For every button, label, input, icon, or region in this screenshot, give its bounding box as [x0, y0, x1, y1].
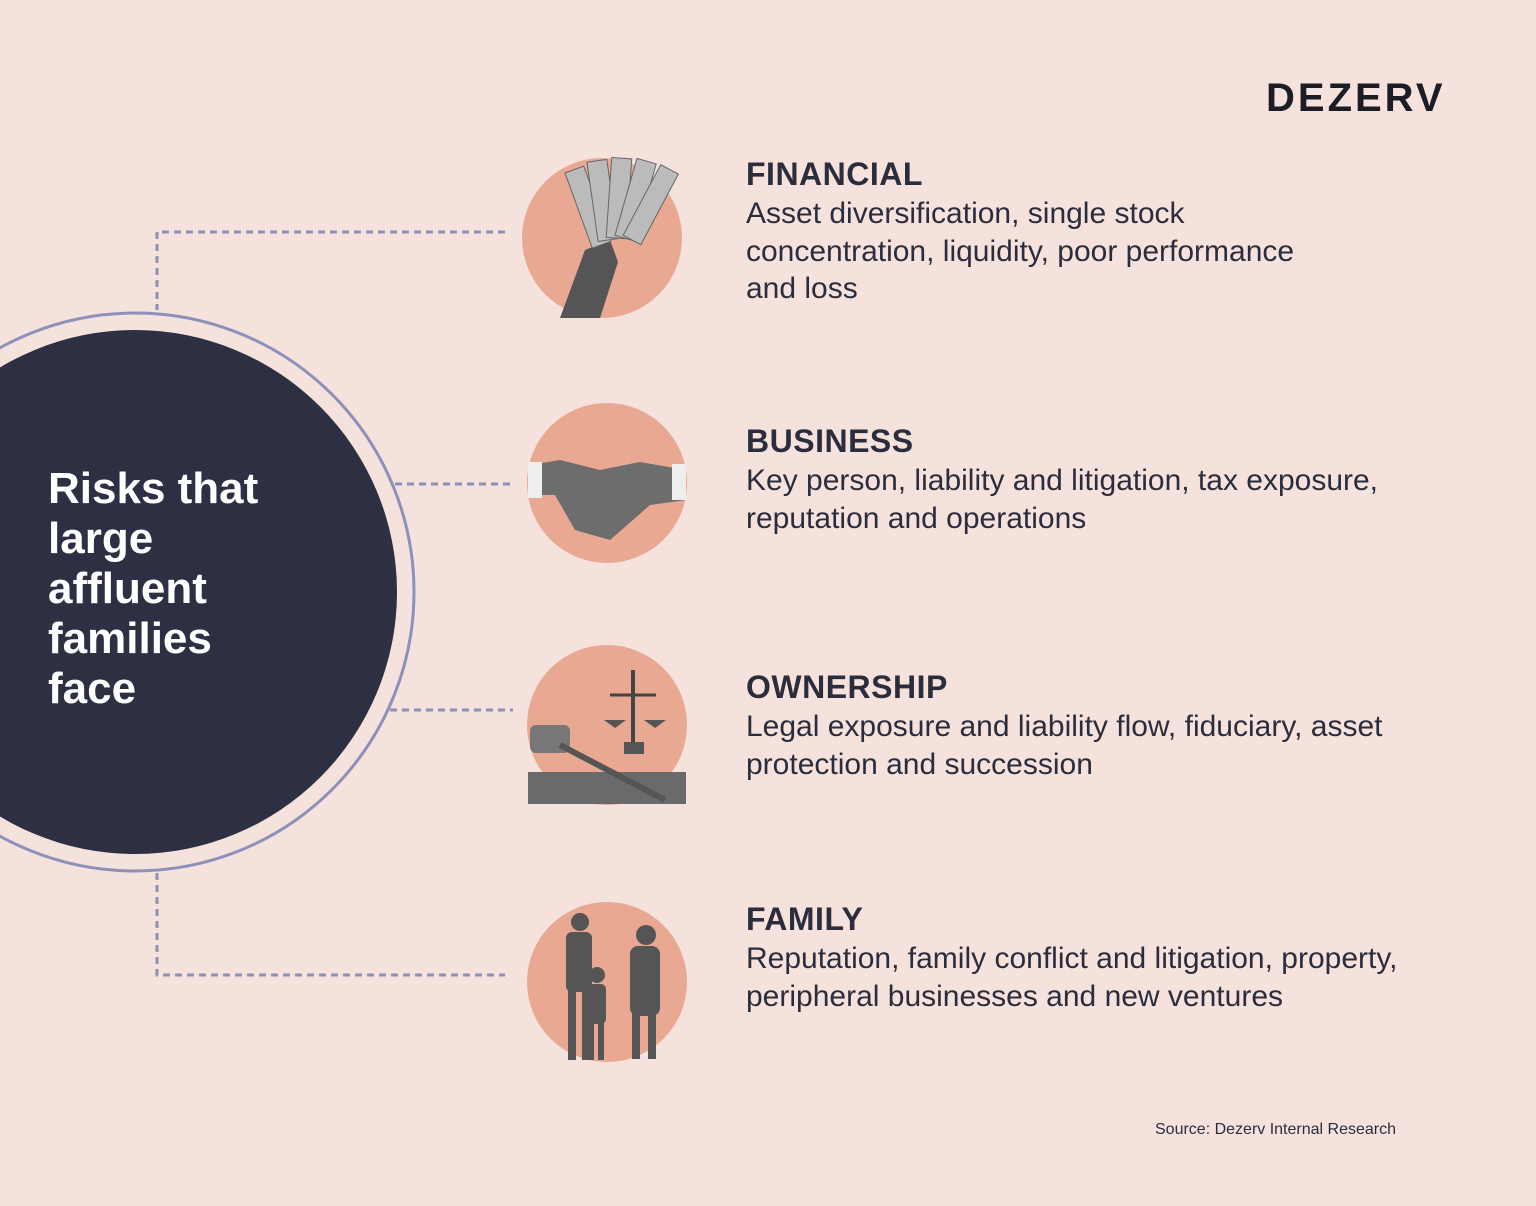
risk-ownership: OWNERSHIP Legal exposure and liability f…: [746, 668, 1466, 783]
hero-title: Risks that large affluent families face: [48, 464, 259, 713]
risk-financial: FINANCIAL Asset diversification, single …: [746, 155, 1466, 308]
risk-body: Key person, liability and litigation, ta…: [746, 464, 1379, 535]
source-note: Source: Dezerv Internal Research: [1155, 1121, 1396, 1138]
family-icon: [527, 902, 687, 1062]
connector-financial: [155, 230, 505, 310]
money-in-hand-icon: [522, 156, 682, 318]
risk-body: Reputation, family conflict and litigati…: [746, 942, 1398, 1013]
risk-title: FAMILY: [746, 901, 864, 937]
risk-title: FINANCIAL: [746, 156, 923, 192]
hero-circle: [0, 330, 397, 854]
outer-ring: [0, 311, 416, 873]
risk-title: BUSINESS: [746, 423, 914, 459]
risk-business: BUSINESS Key person, liability and litig…: [746, 422, 1466, 537]
risk-family: FAMILY Reputation, family conflict and l…: [746, 900, 1466, 1015]
handshake-icon: [527, 403, 687, 563]
connector-family: [155, 873, 505, 977]
risk-title: OWNERSHIP: [746, 669, 948, 705]
risk-body: Asset diversification, single stock conc…: [746, 197, 1295, 305]
dezerv-logo: DEZERV: [1266, 76, 1446, 120]
risk-body: Legal exposure and liability flow, fiduc…: [746, 710, 1383, 781]
gavel-scales-icon: [527, 645, 687, 805]
